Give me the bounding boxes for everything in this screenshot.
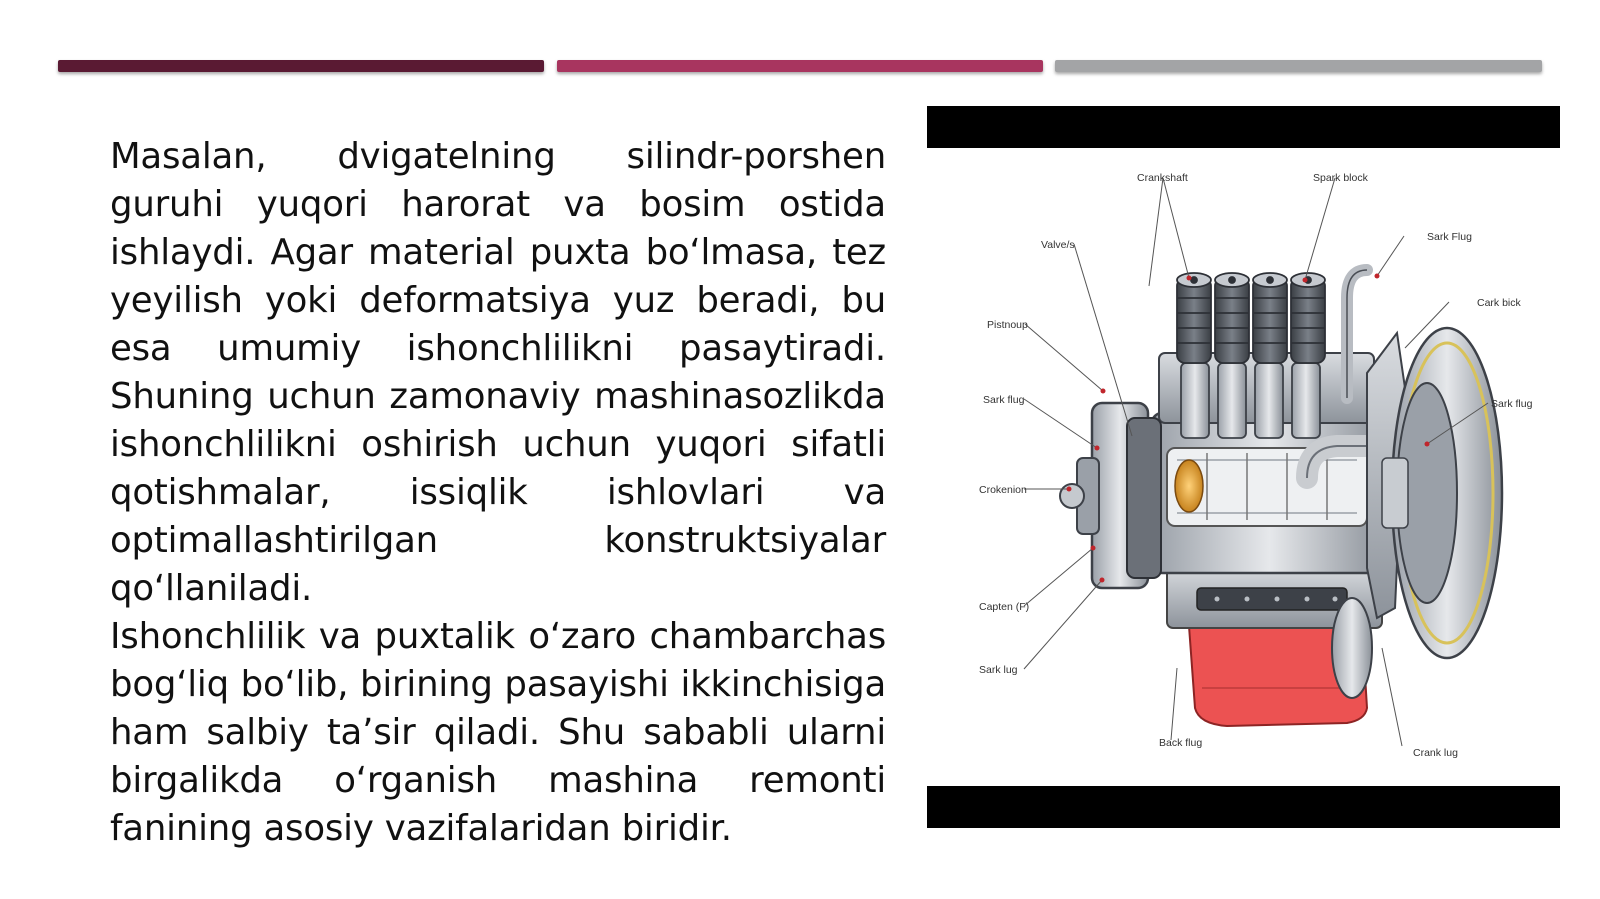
paragraph-2: Ishonchlilik va puxtalik o‘zaro chambarc…: [110, 616, 886, 849]
label-spark-block: Spark block: [1313, 172, 1369, 184]
slide-body-text: Masalan, dvigatelning silindr-porshen gu…: [110, 133, 886, 853]
label-crank-lug: Crank lug: [1413, 747, 1458, 759]
label-crokenion: Crokenion: [979, 484, 1027, 496]
label-cark-bick: Cark bick: [1477, 297, 1522, 309]
figure-bottom-band: [927, 786, 1560, 828]
label-spark-flug-right: Sark flug: [1491, 398, 1533, 410]
paragraph-1: Masalan, dvigatelning silindr-porshen gu…: [110, 136, 886, 609]
engine-diagram: Crankshaft Spark block Valve/s Sark Flug…: [979, 172, 1533, 759]
label-capten: Capten (F): [979, 601, 1029, 613]
label-pistonoop: Pistnoup: [987, 319, 1028, 331]
label-valves: Valve/s: [1041, 239, 1075, 251]
label-sark-flug: Sark Flug: [1427, 231, 1472, 243]
accent-bar-3: [1055, 60, 1542, 72]
label-sark-lug: Sark lug: [979, 664, 1018, 676]
label-crankshaft: Crankshaft: [1137, 172, 1188, 184]
label-back-flug: Back flug: [1159, 737, 1202, 749]
accent-bar-2: [557, 60, 1043, 72]
label-sark-flug-left: Sark flug: [983, 394, 1025, 406]
engine-illustration: Crankshaft Spark block Valve/s Sark Flug…: [927, 106, 1560, 828]
accent-bar-1: [58, 60, 544, 72]
figure-top-band: [927, 106, 1560, 148]
